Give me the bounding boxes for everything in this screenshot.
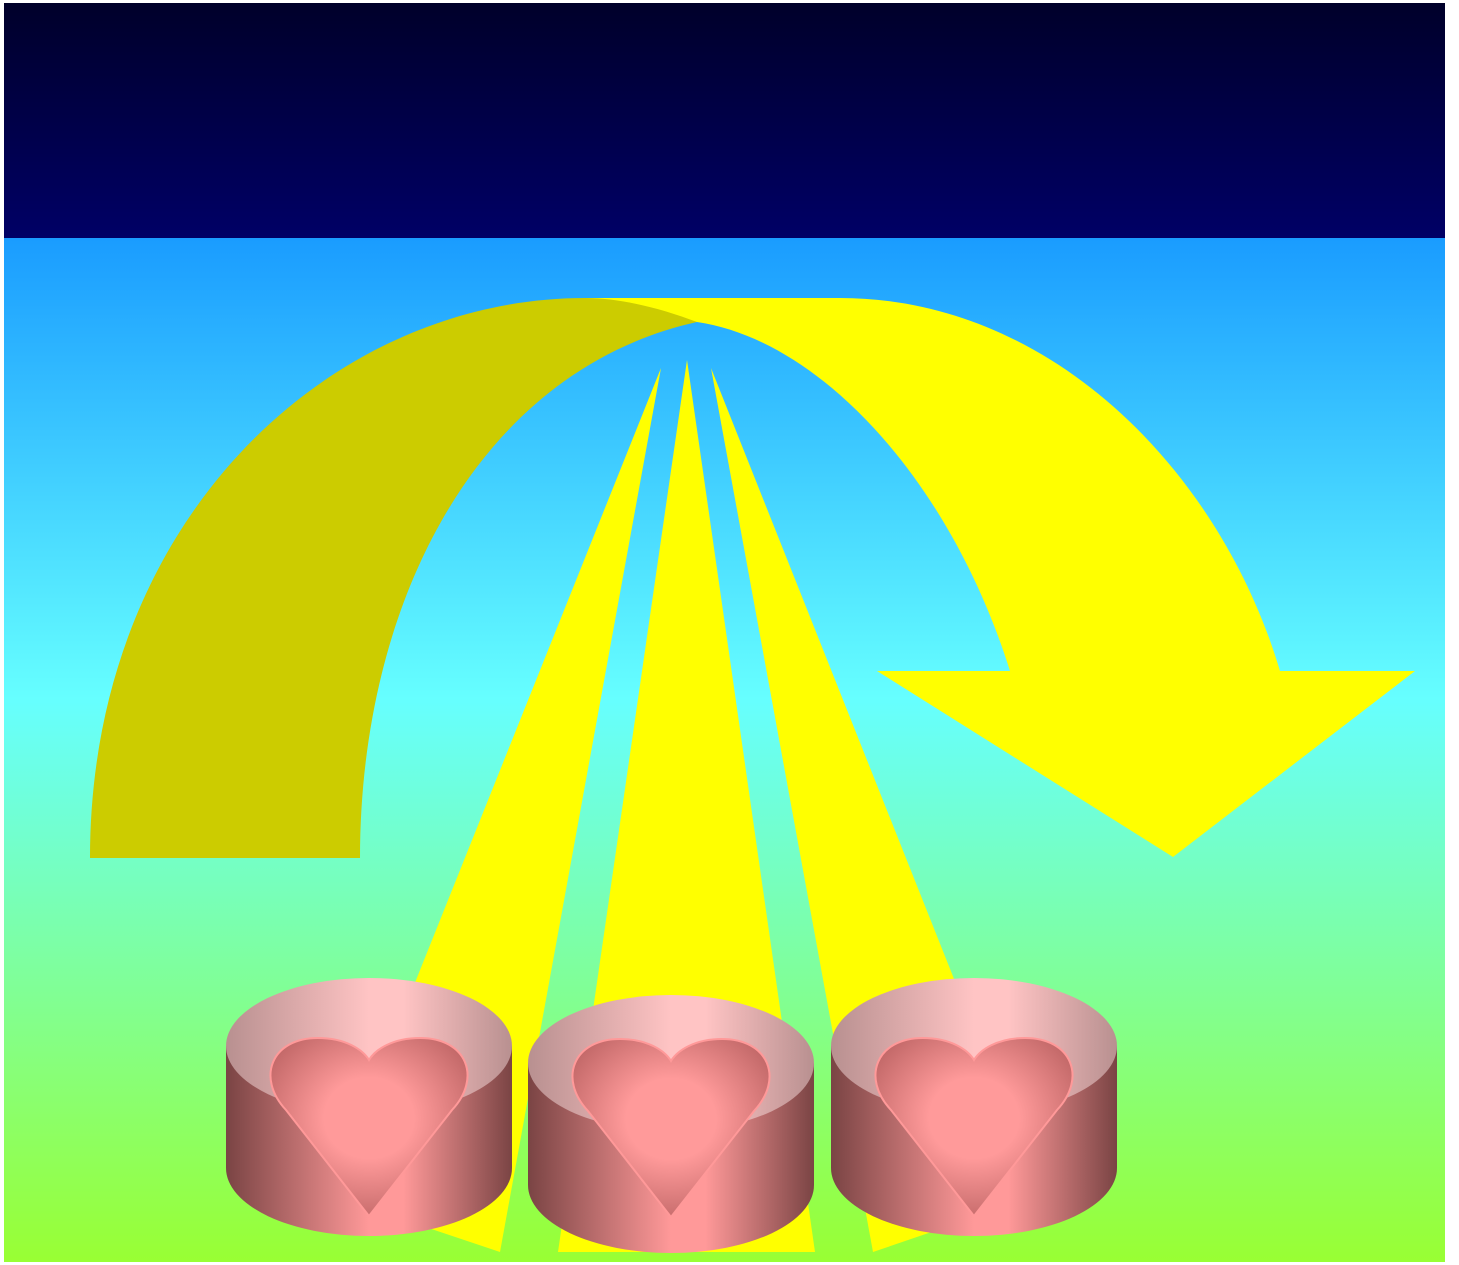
drum-2 — [528, 995, 814, 1253]
header-band — [4, 3, 1445, 238]
drum-group — [226, 978, 1117, 1253]
drum-1 — [226, 978, 512, 1236]
drum-3 — [831, 978, 1117, 1236]
